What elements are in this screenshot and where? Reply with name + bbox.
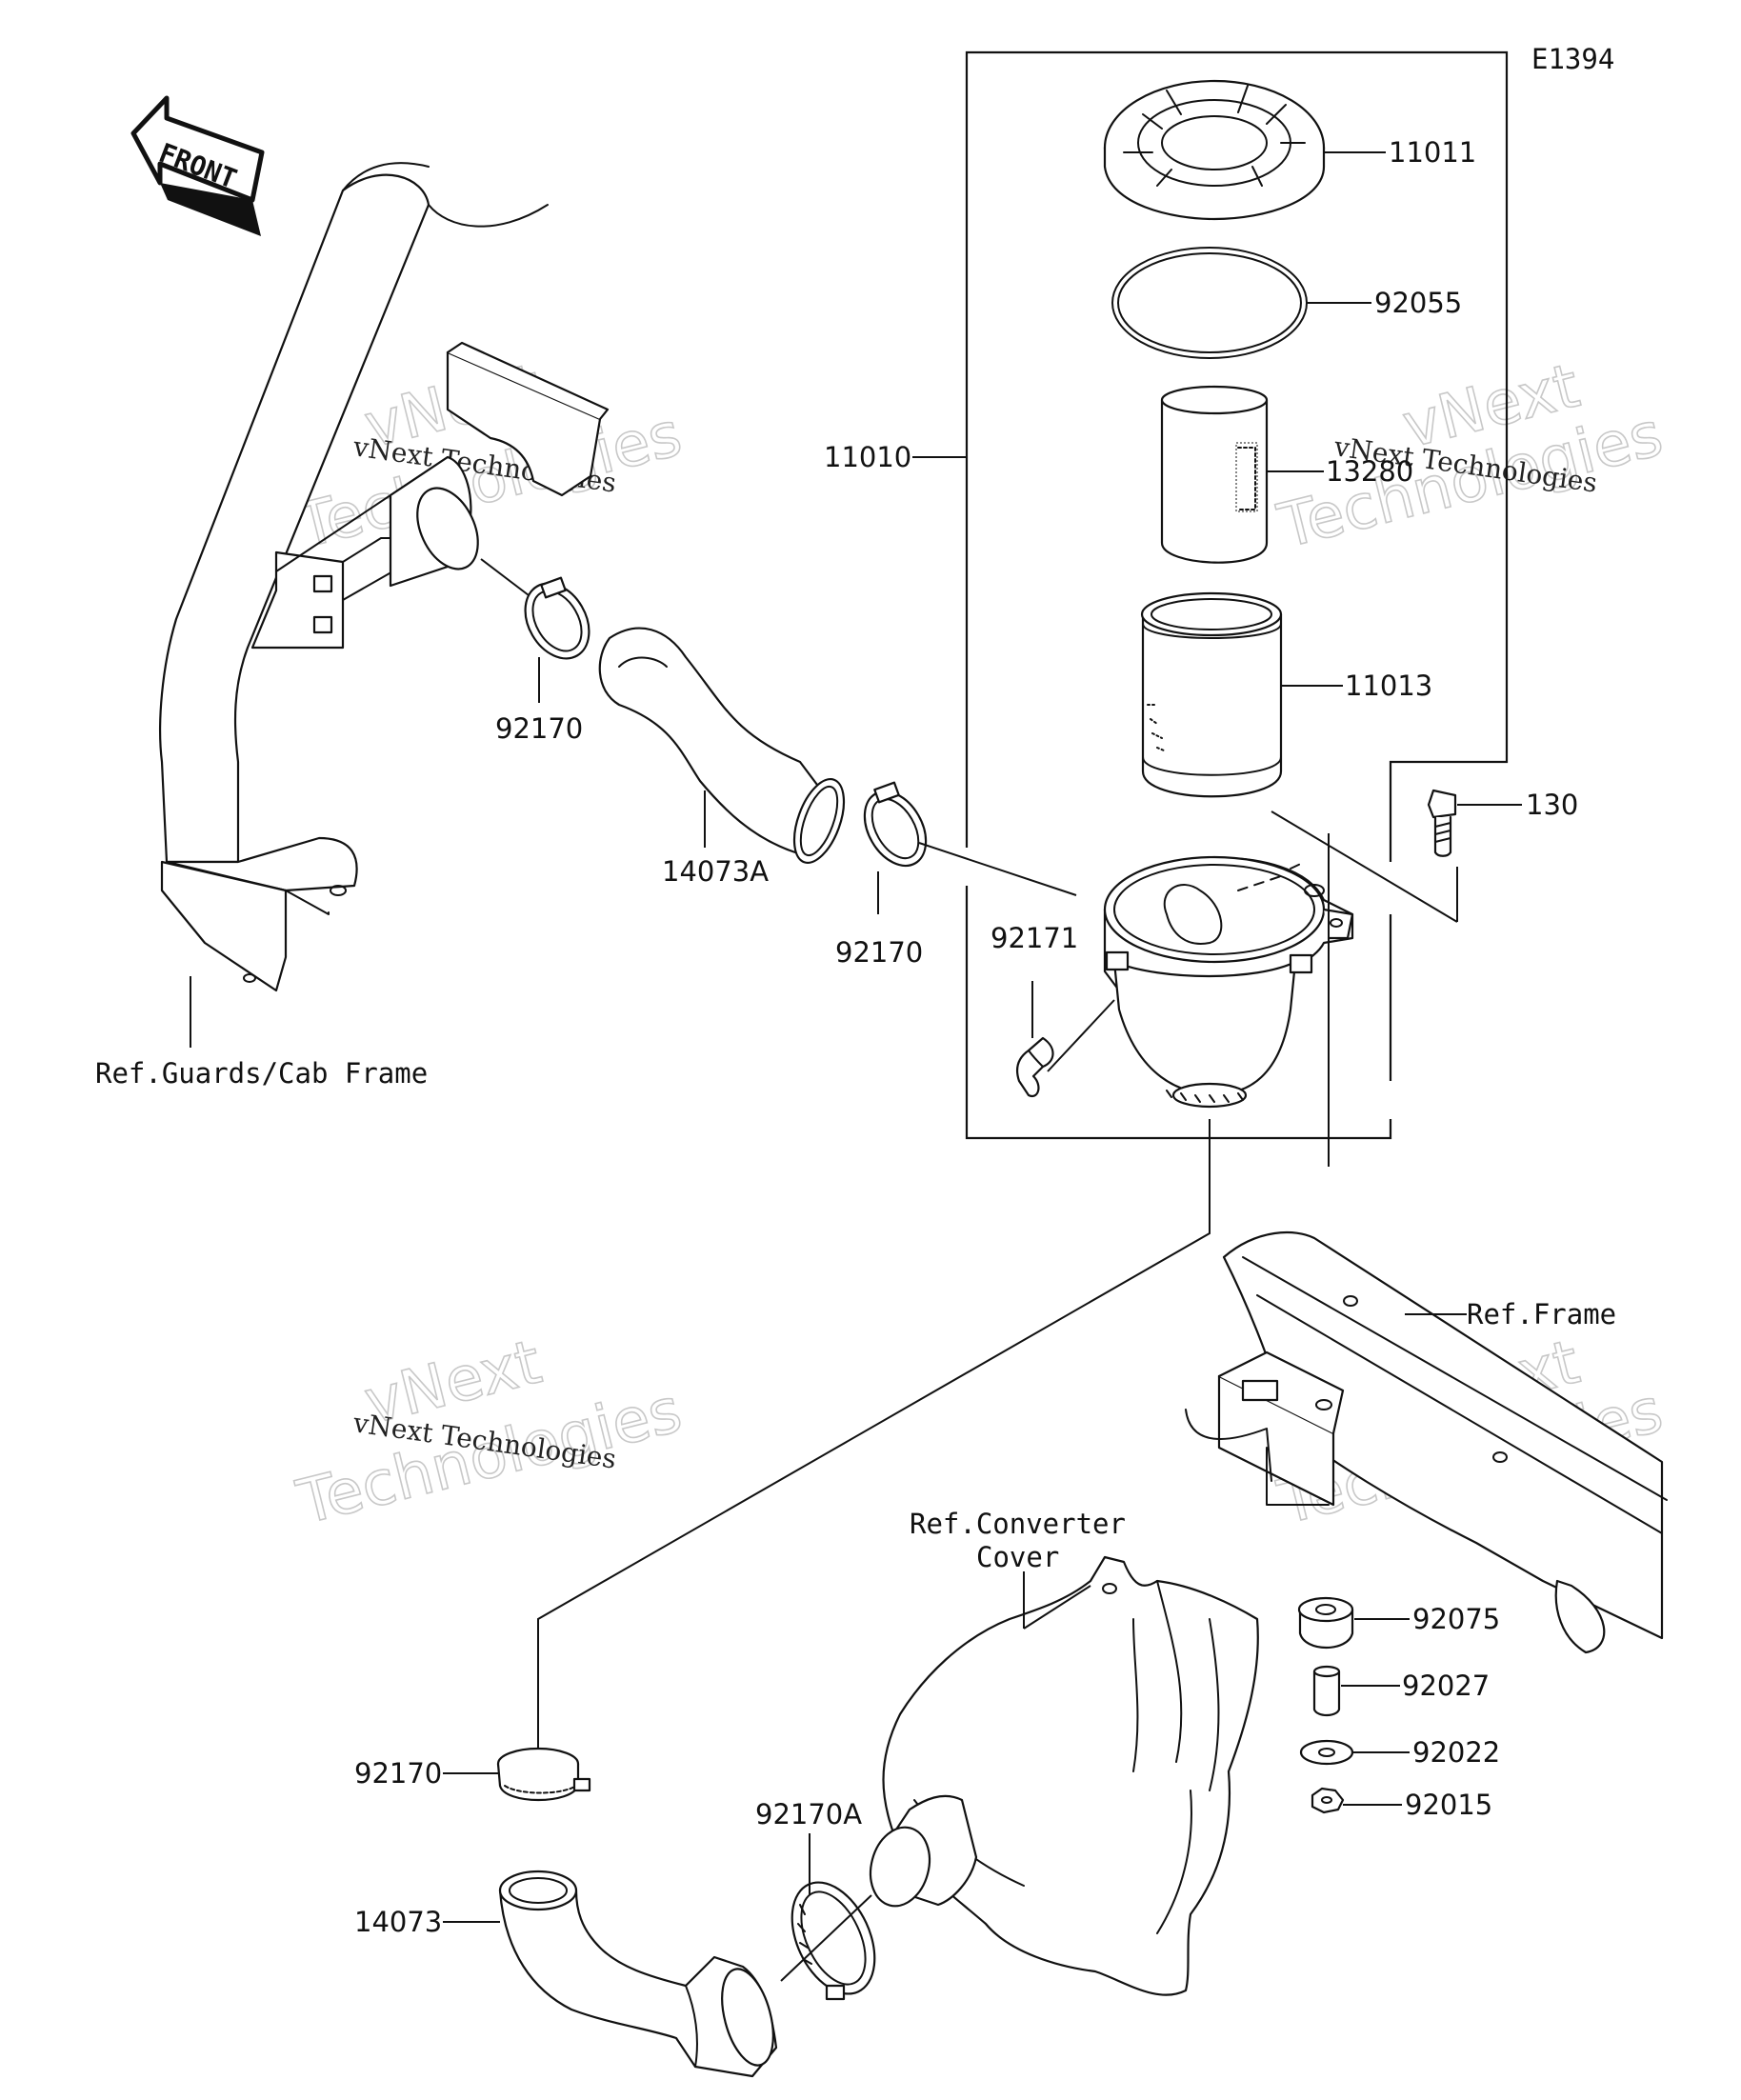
air-hose-14073 xyxy=(498,1870,778,2078)
o-ring-92055 xyxy=(1111,247,1308,359)
air-hose-14073A xyxy=(598,627,846,864)
leader-92171-link xyxy=(1047,999,1115,1072)
filter-element-13280 xyxy=(1160,385,1269,564)
leader-housing-to-clamp xyxy=(537,1119,1211,1748)
leader-130-link xyxy=(1271,810,1458,923)
label-11013: 11013 xyxy=(1345,670,1432,702)
ref-converter-cover-line2: Cover xyxy=(976,1541,1059,1573)
label-92027: 92027 xyxy=(1402,1670,1490,1702)
air-cleaner-cap-11011 xyxy=(1103,79,1326,221)
ref-guards-cab-frame: Ref.Guards/Cab Frame xyxy=(95,1057,428,1090)
leader-92170-middle-link xyxy=(918,842,1077,896)
assy-box-top xyxy=(965,50,1509,862)
label-92170A: 92170A xyxy=(755,1798,862,1830)
washer-92022 xyxy=(1299,1739,1354,1766)
front-arrow-icon: FRONT xyxy=(130,95,265,236)
clip-92171 xyxy=(1015,1036,1054,1098)
label-92170-upper: 92170 xyxy=(495,712,583,745)
diagram-code: E1394 xyxy=(1531,43,1614,75)
label-92022: 92022 xyxy=(1412,1736,1500,1769)
hose-clamp-92170A xyxy=(790,1881,876,2001)
converter-cover xyxy=(869,1555,1259,1996)
collar-92027 xyxy=(1312,1665,1341,1717)
leader-92170A-link xyxy=(780,1894,872,1982)
assy-box-bottom xyxy=(965,886,1392,1140)
cab-frame-bracket xyxy=(250,341,610,650)
label-92015: 92015 xyxy=(1405,1789,1492,1821)
label-11011: 11011 xyxy=(1389,136,1476,169)
air-cleaner-housing xyxy=(1103,855,1354,1109)
hose-clamp-92170-upper xyxy=(524,576,590,660)
nut-92015 xyxy=(1311,1787,1345,1814)
bolt-130 xyxy=(1427,789,1457,857)
intake-stub-pipe xyxy=(389,455,479,588)
hose-clamp-92170-middle xyxy=(863,781,928,868)
label-92170-lower: 92170 xyxy=(354,1757,442,1790)
ref-converter-cover-line1: Ref.Converter xyxy=(910,1508,1126,1540)
label-13280: 13280 xyxy=(1326,455,1413,488)
label-11010: 11010 xyxy=(824,441,911,473)
cab-frame-tube xyxy=(159,162,549,992)
ref-frame: Ref.Frame xyxy=(1467,1298,1616,1330)
label-14073: 14073 xyxy=(354,1906,442,1938)
label-92055: 92055 xyxy=(1374,287,1462,319)
air-filter-11013 xyxy=(1140,591,1283,798)
label-92075: 92075 xyxy=(1412,1603,1500,1635)
label-92171: 92171 xyxy=(991,922,1078,954)
label-92170-middle: 92170 xyxy=(835,936,923,969)
leader-92170-upper-a xyxy=(480,558,530,596)
grommet-92075 xyxy=(1297,1596,1354,1650)
label-14073A: 14073A xyxy=(662,855,769,888)
vehicle-frame-rail xyxy=(1185,1230,1668,1654)
leader-ref-converter-link xyxy=(1023,1585,1091,1630)
hose-clamp-92170-lower xyxy=(496,1747,591,1801)
label-130: 130 xyxy=(1526,789,1578,821)
watermark-bottom-left: vNext Technologies vNext Technologies xyxy=(290,1327,689,1540)
